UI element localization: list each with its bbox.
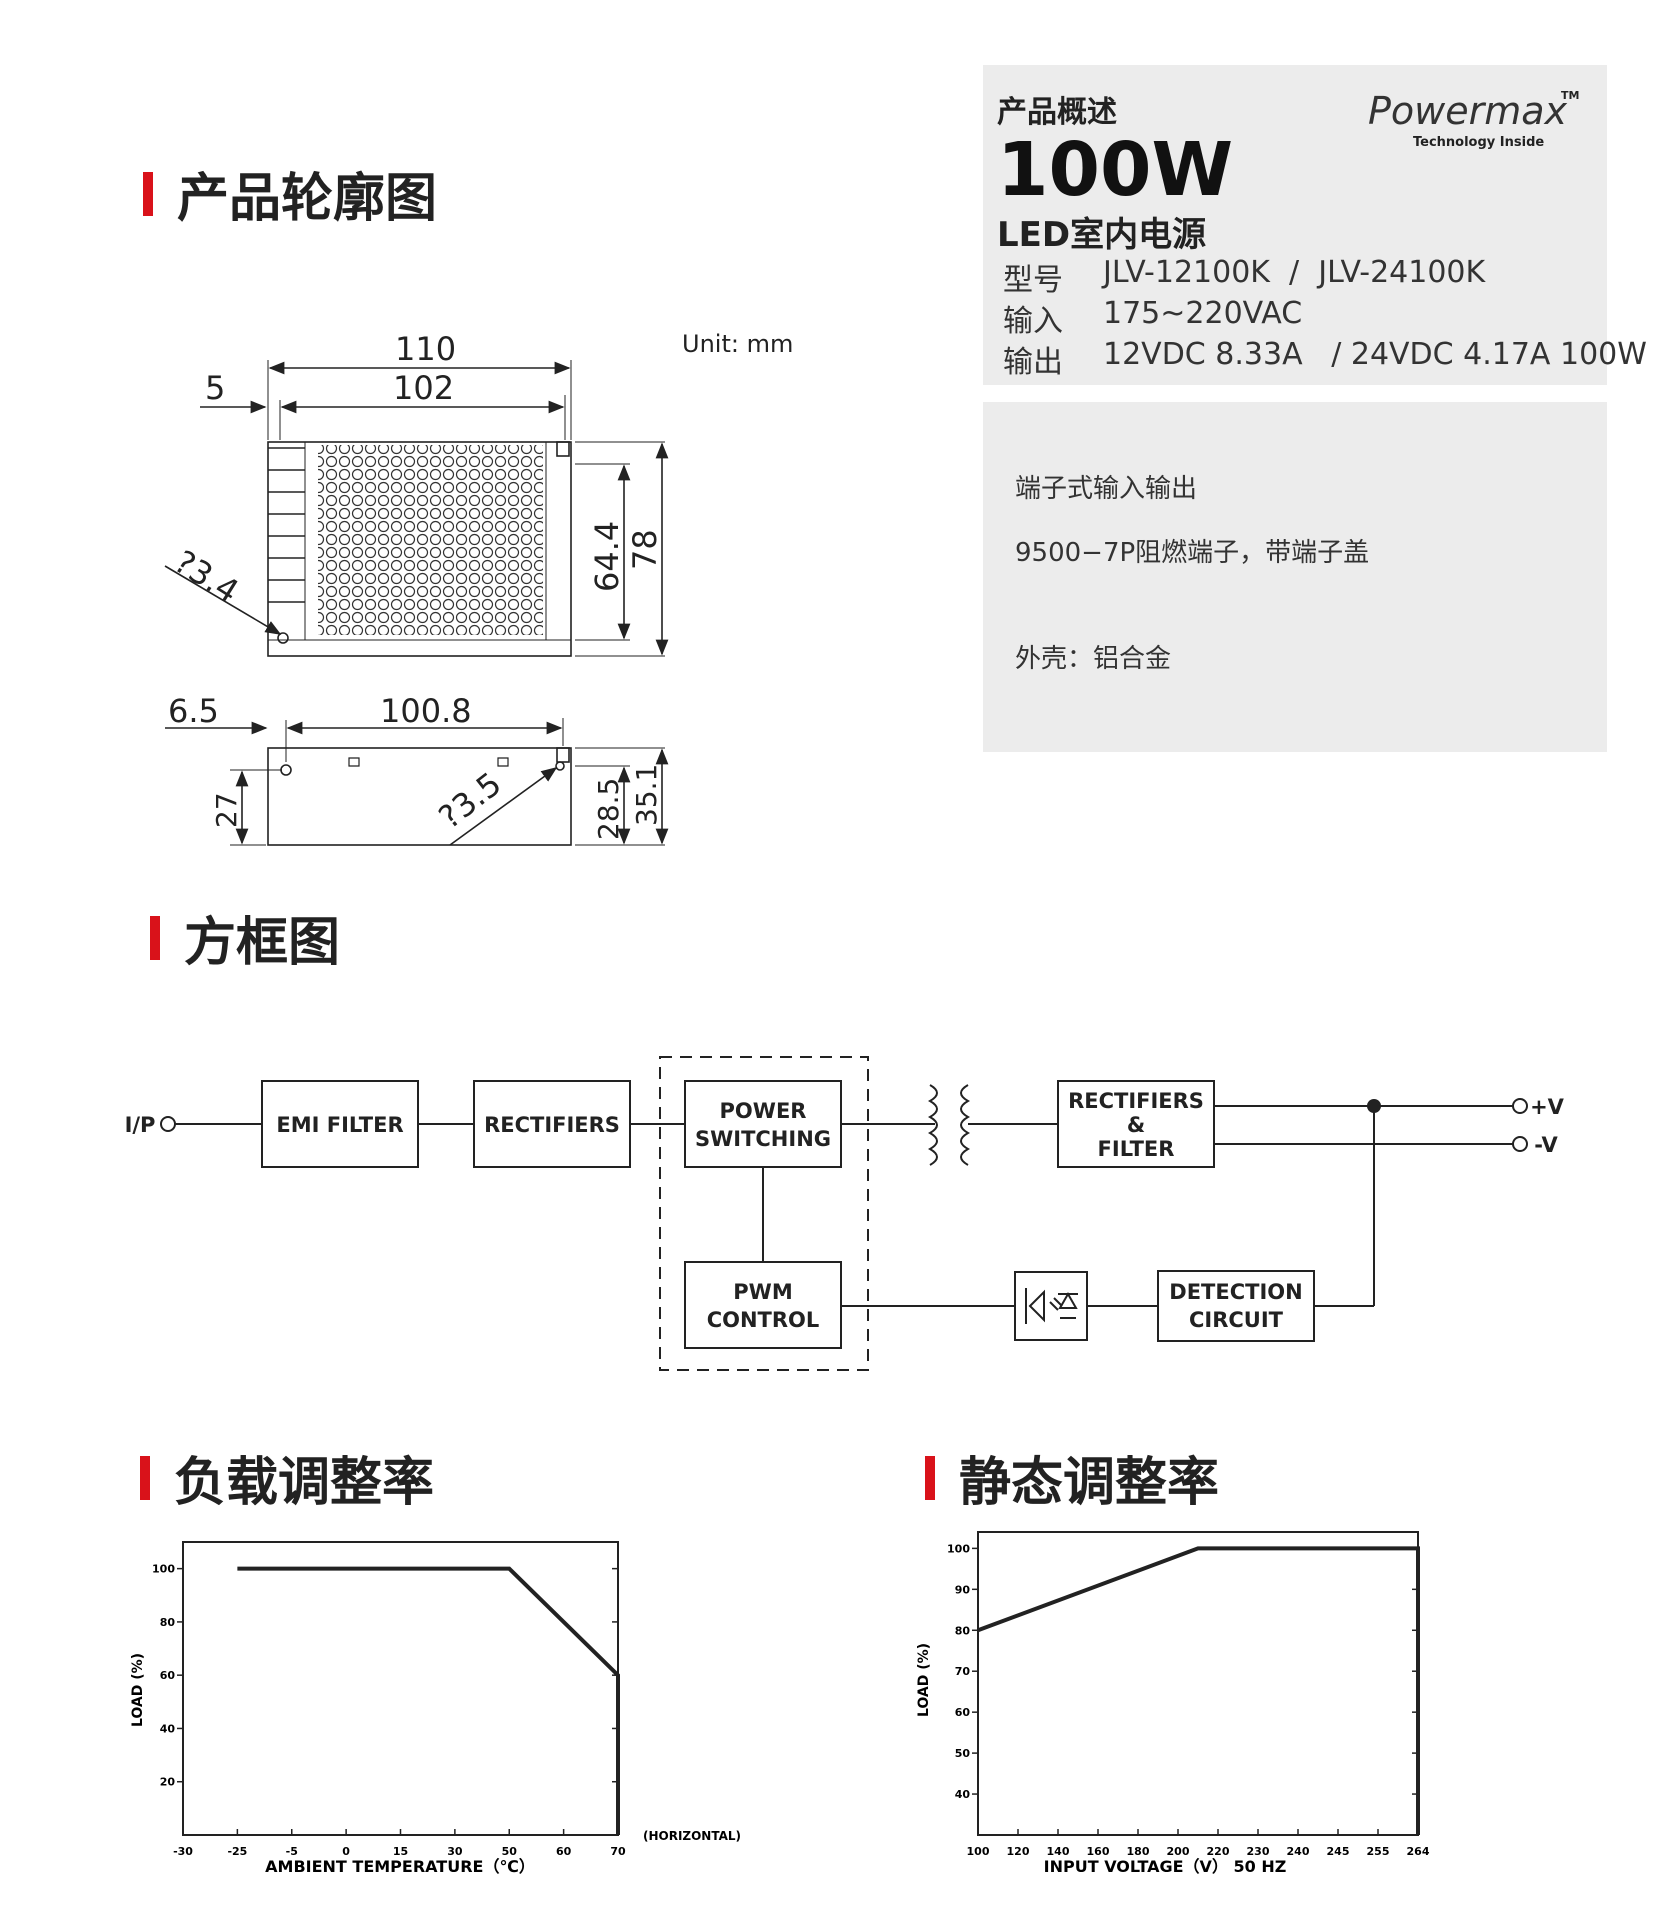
feature-connector: 9500−7P阻燃端子，带端子盖 [1015,538,1370,568]
y-tick-label: 70 [955,1665,971,1678]
chart2-ylabel: LOAD (%) [916,1643,932,1717]
pwm-label: PWM [733,1280,792,1304]
unit-label: Unit: mm [682,330,793,358]
ip-label: I/P [125,1113,156,1137]
dim-35-1: 35.1 [630,764,663,826]
brand-tm: TM [1561,89,1580,102]
y-tick-label: 50 [955,1747,971,1760]
x-tick-label: 50 [502,1845,518,1858]
x-tick-label: 240 [1287,1845,1310,1858]
brand-logo: Powermax [1368,89,1568,133]
x-tick-label: 160 [1087,1845,1110,1858]
y-tick-label: 20 [160,1776,176,1789]
filter-label: FILTER [1098,1137,1175,1161]
x-tick-label: 0 [342,1845,350,1858]
y-tick-label: 40 [160,1722,176,1735]
x-tick-label: 264 [1407,1845,1430,1858]
x-tick-label: 140 [1047,1845,1070,1858]
vplus-label: +V [1530,1095,1565,1119]
x-tick-label: 70 [610,1845,626,1858]
section-title-block-diagram: 方框图 [150,900,340,975]
y-tick-label: 100 [947,1542,970,1555]
x-tick-label: 230 [1247,1845,1270,1858]
x-tick-label: -5 [286,1845,298,1858]
derating-chart: 20 40 60 80 100 -30 -25 -5 0 15 30 50 60 70 (HORIZONT… [130,1541,741,1876]
dim-100-8: 100.8 [380,692,472,730]
brand-tagline: Technology Inside [1413,135,1545,150]
vminus-label: -V [1534,1133,1558,1157]
dim-64-4: 64.4 [588,521,626,592]
x-tick-label: 30 [447,1845,463,1858]
section-title-outline: 产品轮廓图 [143,156,437,231]
power-rating: 100W [997,127,1234,213]
feature-housing: 外壳：铝合金 [1015,644,1172,674]
y-tick-label: 80 [160,1616,176,1629]
x-tick-label: 245 [1327,1845,1350,1858]
dim-78: 78 [626,529,664,570]
y-tick-label: 90 [955,1583,971,1596]
rectifiers-out-label: RECTIFIERS [1068,1089,1204,1113]
dim-110: 110 [395,330,456,368]
y-tick-label: 80 [955,1624,971,1637]
y-tick-label: 40 [955,1788,971,1801]
y-tick-label: 60 [160,1669,176,1682]
features-panel: 端子式输入输出 9500−7P阻燃端子，带端子盖 外壳：铝合金 [983,402,1607,752]
chart1-frame [182,1541,619,1836]
chart2-frame [977,1531,1419,1836]
summary-heading: 产品概述 [997,95,1117,130]
chart1-xlabel: AMBIENT TEMPERATURE（℃） [265,1857,535,1876]
x-tick-label: 60 [556,1845,572,1858]
rectifiers-label: RECTIFIERS [484,1113,620,1137]
section-title-derating: 负载调整率 [140,1440,434,1515]
switching-label: SWITCHING [695,1127,831,1151]
feature-terminal: 端子式输入输出 [1015,474,1198,504]
dim-102: 102 [393,369,454,407]
static-chart: 40 50 60 70 80 90 100 100 120 140 160 180 200 220 230 2… [916,1531,1430,1876]
dim-6-5: 6.5 [168,692,219,730]
x-tick-label: 120 [1007,1845,1030,1858]
chart1-x-suffix: (HORIZONTAL) [643,1829,741,1843]
chart1-ylabel: LOAD (%) [130,1653,146,1727]
ampersand-label: & [1127,1113,1145,1137]
x-tick-label: 255 [1367,1845,1390,1858]
x-tick-label: -25 [227,1845,247,1858]
y-tick-label: 100 [152,1563,175,1576]
control-label: CONTROL [707,1308,820,1332]
x-tick-label: 200 [1167,1845,1190,1858]
product-name: LED室内电源 [997,215,1207,255]
x-tick-label: 180 [1127,1845,1150,1858]
y-tick-label: 60 [955,1706,971,1719]
outline-drawing: 110 102 5 64.4 78 ?3.4 6.5 100.8 27 ?3.5… [164,330,793,846]
section-title-static: 静态调整率 [925,1440,1219,1515]
x-tick-label: 100 [967,1845,990,1858]
circuit-label: CIRCUIT [1189,1308,1284,1332]
dim-5: 5 [205,369,225,407]
dim-hole-3-5: ?3.5 [432,765,509,837]
power-label: POWER [720,1099,807,1123]
dim-27: 27 [210,792,243,828]
block-diagram: I/P EMI FILTER RECTIFIERS POWER SWITCHIN… [125,1056,1565,1371]
x-tick-label: 220 [1207,1845,1230,1858]
dim-hole-3-4: ?3.4 [168,543,246,611]
x-tick-label: -30 [173,1845,193,1858]
chart1-series-line [237,1566,620,1835]
x-tick-label: 15 [393,1845,408,1858]
detection-label: DETECTION [1169,1280,1302,1304]
dim-28-5: 28.5 [592,778,625,840]
chart2-series-line [977,1546,1420,1835]
emi-filter-label: EMI FILTER [276,1113,403,1137]
chart2-xlabel: INPUT VOLTAGE（V） 50 HZ [1044,1857,1287,1876]
